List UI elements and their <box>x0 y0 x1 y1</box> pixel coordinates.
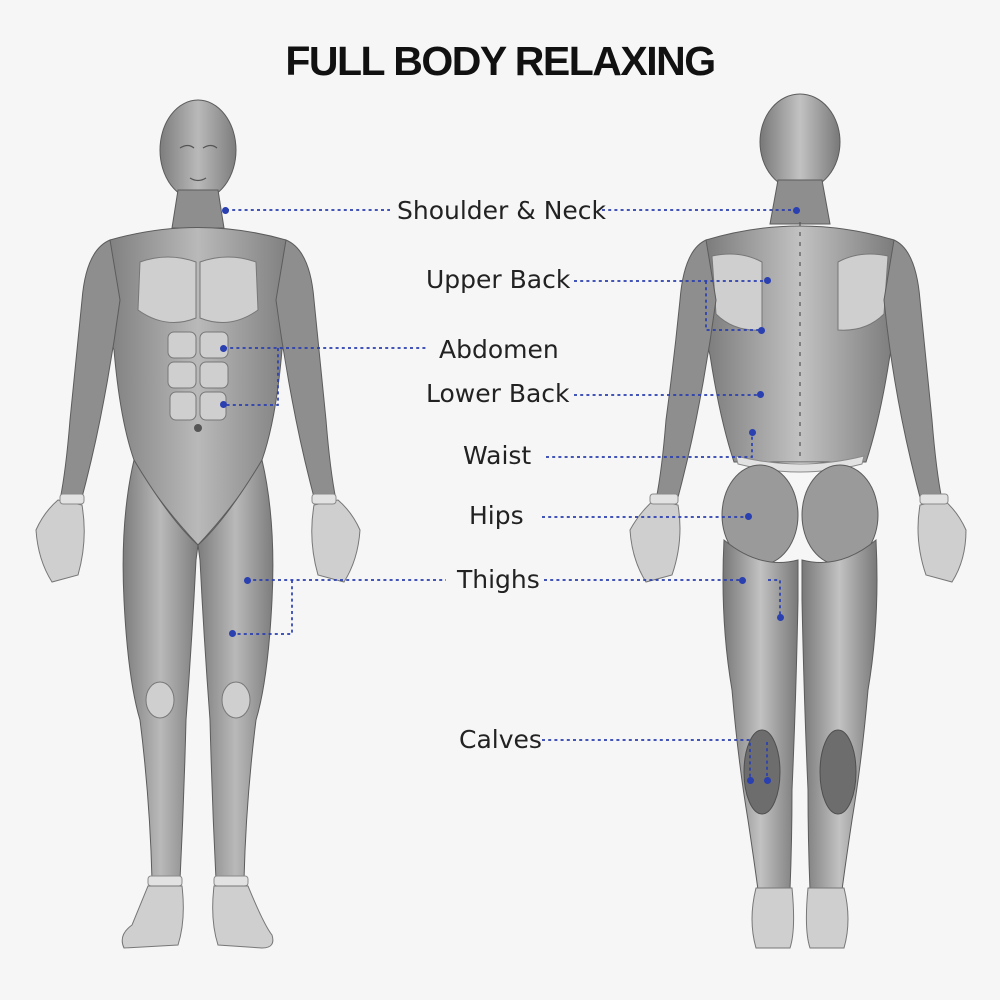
point-calves-2 <box>764 777 771 784</box>
label-calves: Calves <box>459 725 542 754</box>
label-upper-back: Upper Back <box>426 265 571 294</box>
point-calves-1 <box>747 777 754 784</box>
leader-lines <box>224 209 796 780</box>
label-shoulder-neck: Shoulder & Neck <box>397 196 607 225</box>
point-thighs-front-2 <box>229 630 236 637</box>
point-upper-back-1 <box>764 277 771 284</box>
point-thighs-back-2 <box>777 614 784 621</box>
back-anatomy-figure-icon <box>629 93 967 949</box>
diagram-title: FULL BODY RELAXING <box>285 38 716 84</box>
point-shoulder-neck-back <box>793 207 800 214</box>
label-waist: Waist <box>463 441 532 470</box>
label-hips: Hips <box>469 501 524 530</box>
leader-waist <box>546 432 753 458</box>
leader-upper-back <box>574 280 767 331</box>
point-upper-back-2 <box>758 327 765 334</box>
leader-thighs <box>232 579 781 635</box>
point-abdomen-1 <box>220 345 227 352</box>
point-waist <box>749 429 756 436</box>
label-lower-back: Lower Back <box>426 379 570 408</box>
label-abdomen: Abdomen <box>439 335 559 364</box>
front-anatomy-figure-icon <box>35 99 361 949</box>
point-hips <box>745 513 752 520</box>
leader-abdomen <box>224 347 428 406</box>
leader-calves <box>542 739 768 780</box>
point-shoulder-neck-front <box>222 207 229 214</box>
point-abdomen-2 <box>220 401 227 408</box>
point-thighs-back-1 <box>739 577 746 584</box>
point-thighs-front-1 <box>244 577 251 584</box>
label-thighs: Thighs <box>457 565 540 594</box>
point-lower-back <box>757 391 764 398</box>
